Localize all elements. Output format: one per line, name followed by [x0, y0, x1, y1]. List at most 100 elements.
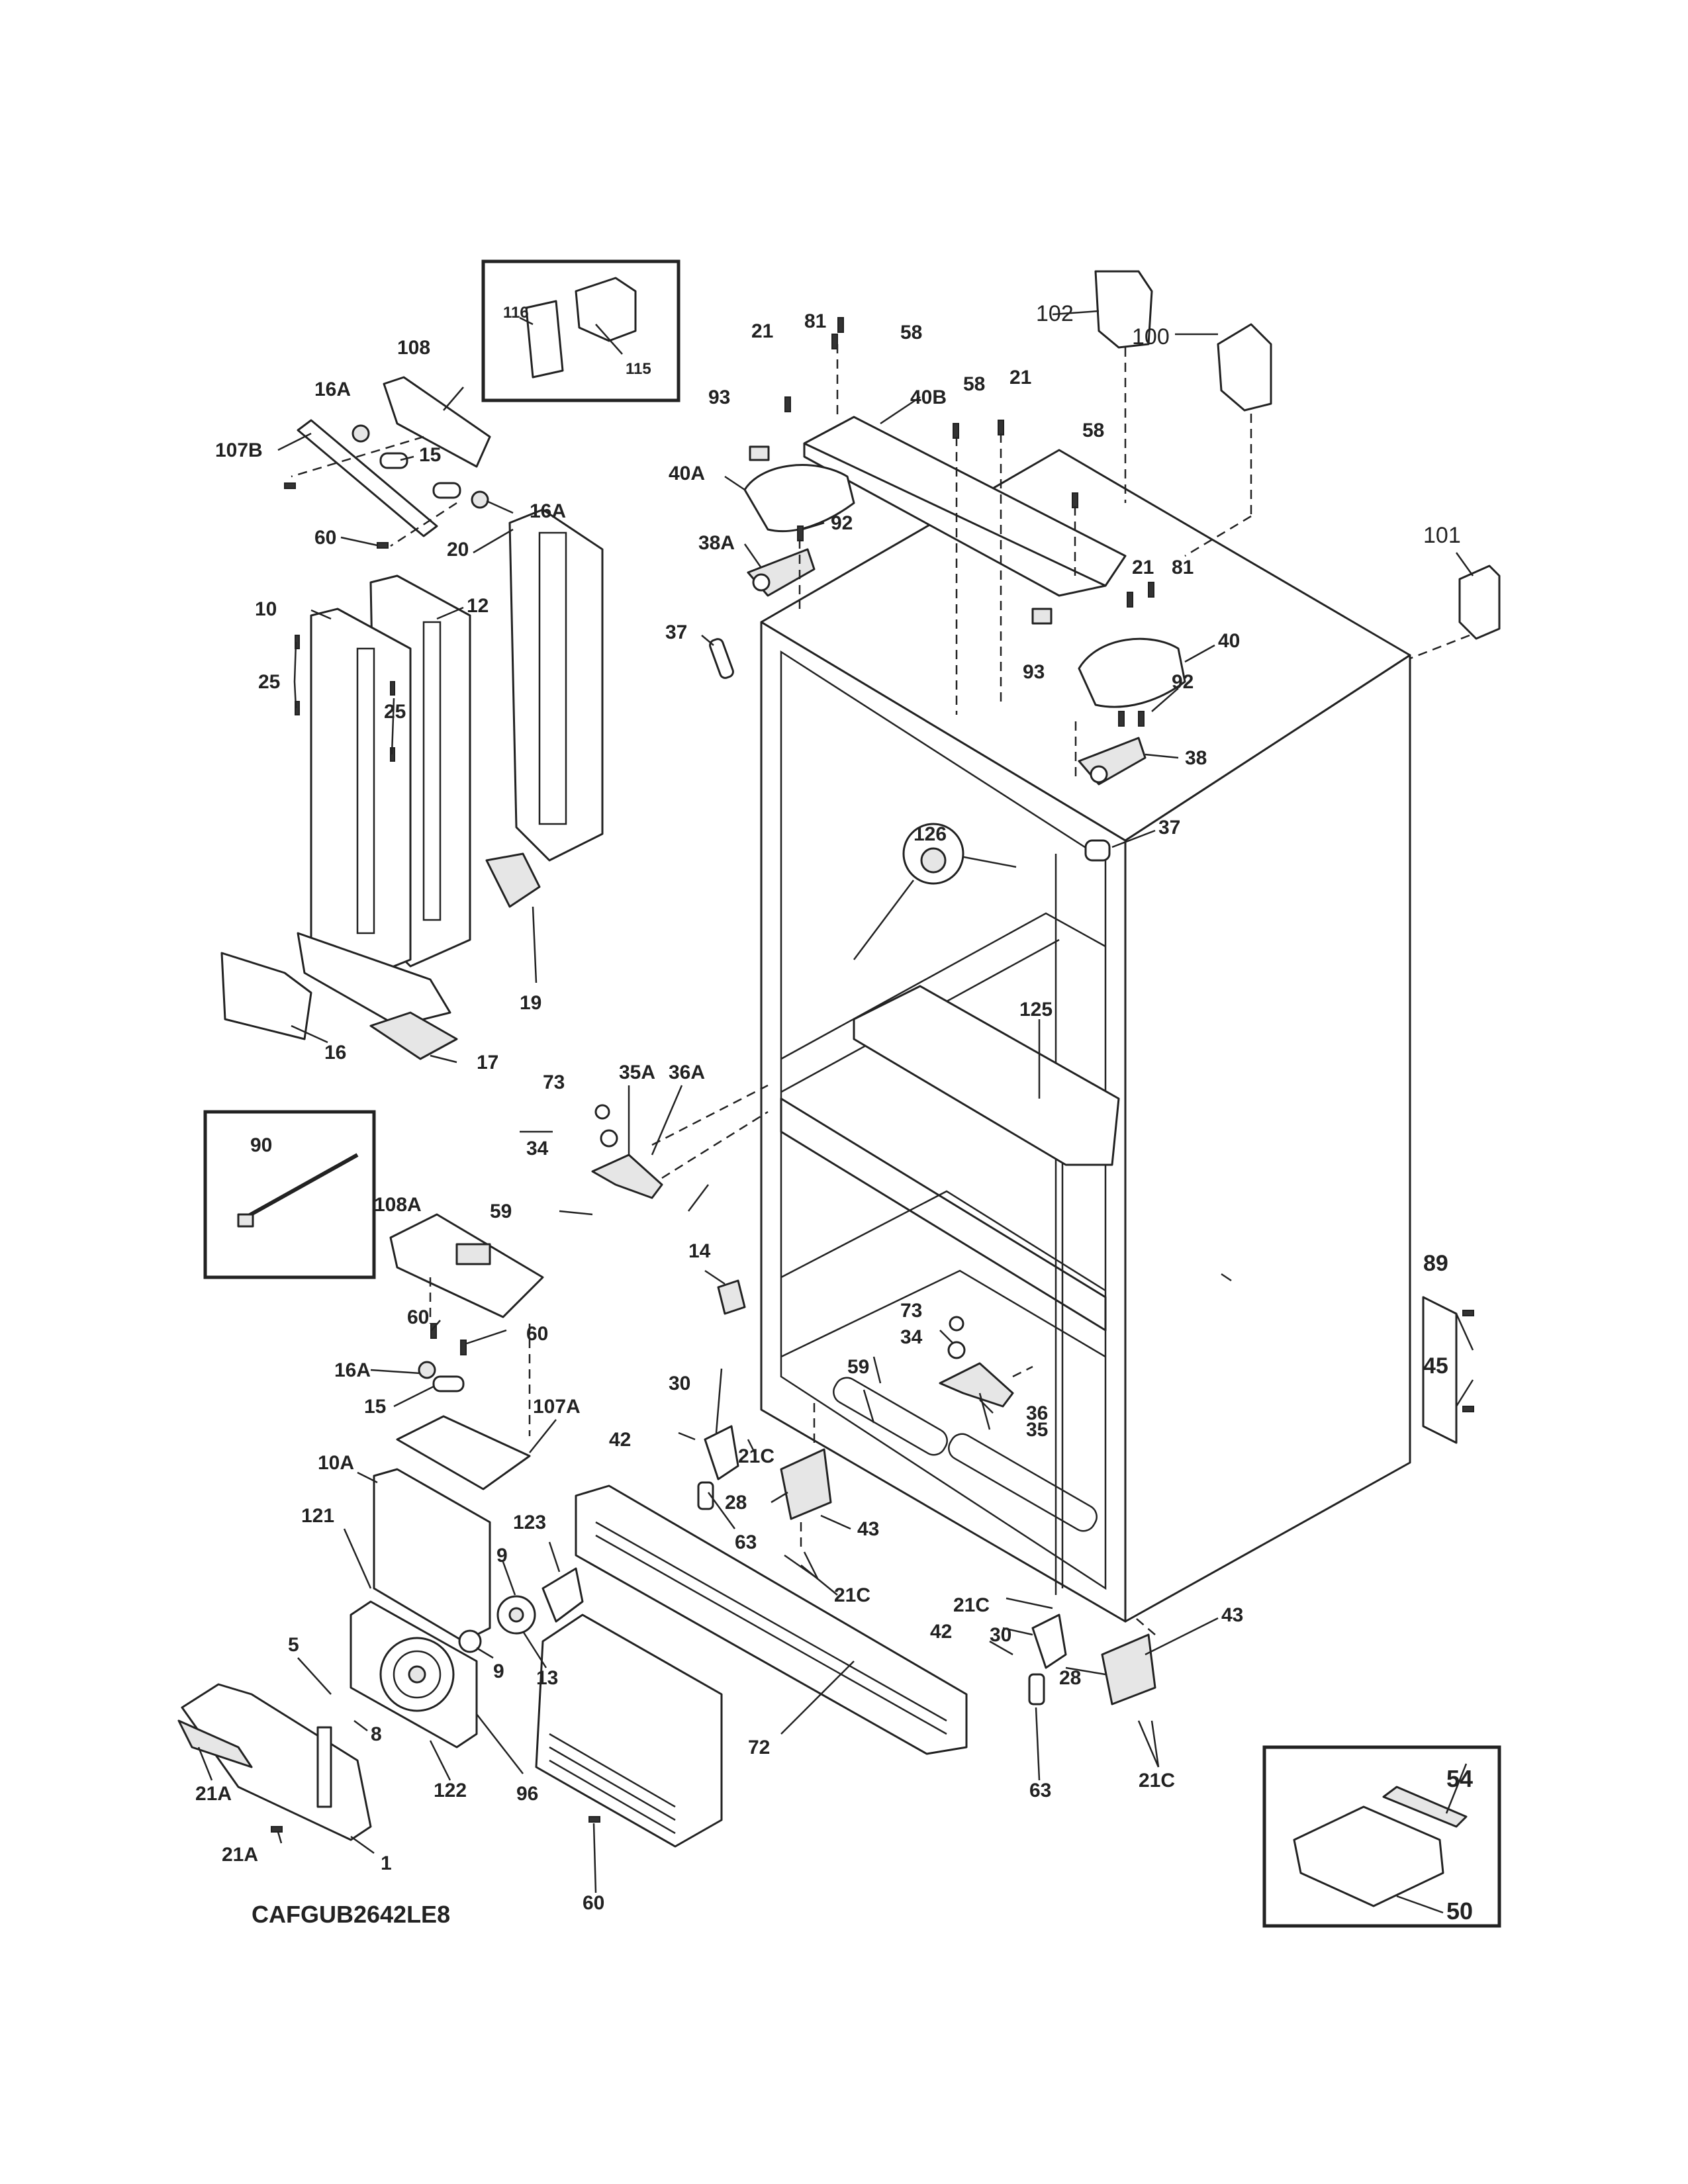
svg-text:121: 121	[301, 1505, 334, 1527]
svg-text:20: 20	[447, 539, 469, 561]
svg-text:92: 92	[831, 512, 853, 534]
svg-text:38: 38	[1185, 747, 1207, 769]
hinge-cover-40a	[743, 464, 855, 533]
svg-text:90: 90	[250, 1134, 272, 1156]
svg-text:42: 42	[609, 1429, 631, 1451]
svg-text:37: 37	[1158, 817, 1180, 839]
svg-text:43: 43	[857, 1518, 879, 1540]
bracket-101	[1458, 565, 1501, 640]
svg-text:73: 73	[543, 1071, 565, 1093]
svg-text:28: 28	[1059, 1667, 1081, 1689]
inset-bottom-right	[1262, 1745, 1501, 1928]
svg-text:30: 30	[669, 1373, 690, 1394]
svg-text:100: 100	[1132, 324, 1170, 349]
svg-text:8: 8	[371, 1723, 382, 1745]
svg-text:15: 15	[364, 1396, 386, 1418]
svg-text:63: 63	[1029, 1780, 1051, 1801]
svg-text:45: 45	[1423, 1353, 1448, 1379]
svg-text:10A: 10A	[318, 1452, 354, 1474]
duct-housing-1	[177, 1683, 372, 1841]
hinge-pin-37	[709, 638, 1111, 862]
back-panel	[535, 1614, 723, 1848]
svg-text:10: 10	[255, 598, 277, 620]
svg-text:93: 93	[708, 387, 730, 408]
svg-text:58: 58	[963, 373, 985, 395]
svg-text:108: 108	[397, 337, 430, 359]
svg-text:16A: 16A	[314, 379, 351, 400]
svg-text:35: 35	[1026, 1419, 1048, 1441]
assembly-lines-top	[798, 344, 1470, 781]
top-screws	[784, 317, 1154, 727]
svg-text:37: 37	[665, 621, 687, 643]
svg-text:102: 102	[1036, 301, 1074, 326]
svg-text:125: 125	[1019, 999, 1053, 1021]
svg-text:92: 92	[1172, 671, 1194, 693]
svg-text:107A: 107A	[533, 1396, 581, 1418]
bracket-123	[541, 1567, 584, 1623]
svg-text:9: 9	[496, 1545, 508, 1567]
svg-text:60: 60	[407, 1306, 429, 1328]
svg-text:34: 34	[526, 1138, 549, 1160]
duct-assembly-upper	[220, 376, 604, 1060]
lower-hinge-left	[697, 1403, 832, 1549]
svg-text:21: 21	[1132, 557, 1154, 578]
fan-shroud-122	[350, 1600, 478, 1749]
svg-text:96: 96	[516, 1783, 538, 1805]
svg-text:40B: 40B	[910, 387, 947, 408]
svg-text:9: 9	[493, 1661, 504, 1682]
svg-text:13: 13	[536, 1667, 558, 1689]
svg-text:21A: 21A	[195, 1783, 232, 1805]
svg-text:126: 126	[914, 823, 947, 845]
svg-text:14: 14	[688, 1240, 711, 1262]
svg-text:36A: 36A	[669, 1062, 705, 1083]
svg-text:21: 21	[751, 320, 773, 342]
svg-text:21: 21	[1009, 367, 1031, 388]
svg-text:59: 59	[847, 1356, 869, 1378]
svg-text:89: 89	[1423, 1251, 1448, 1276]
hinge-38a	[747, 548, 816, 597]
svg-text:30: 30	[990, 1624, 1011, 1646]
svg-text:38A: 38A	[698, 532, 735, 554]
hinge-bracket-35-36	[939, 1316, 1033, 1408]
svg-text:35A: 35A	[619, 1062, 655, 1083]
svg-text:60: 60	[583, 1892, 604, 1914]
control-knob-126	[853, 823, 1017, 960]
svg-text:116: 116	[503, 304, 529, 322]
svg-text:12: 12	[467, 595, 489, 617]
svg-text:40A: 40A	[669, 463, 705, 484]
svg-text:16: 16	[324, 1042, 346, 1064]
svg-text:5: 5	[288, 1634, 299, 1656]
svg-text:40: 40	[1218, 630, 1240, 652]
svg-text:107B: 107B	[215, 439, 263, 461]
svg-text:59: 59	[490, 1201, 512, 1222]
svg-text:21C: 21C	[953, 1594, 990, 1616]
hinge-38	[1078, 737, 1147, 786]
svg-text:16A: 16A	[334, 1359, 371, 1381]
svg-text:72: 72	[748, 1737, 770, 1758]
svg-text:81: 81	[804, 310, 826, 332]
svg-text:28: 28	[725, 1492, 747, 1514]
callout-labels: 102 100 101 58 81 21 58 21 58 40B 93 40A…	[195, 301, 1473, 1928]
svg-text:93: 93	[1023, 661, 1045, 683]
svg-text:58: 58	[1082, 420, 1104, 441]
inset-top	[481, 259, 680, 402]
svg-text:81: 81	[1172, 557, 1194, 578]
svg-text:21C: 21C	[834, 1584, 870, 1606]
svg-text:115: 115	[626, 360, 651, 378]
leader-lines	[197, 310, 1474, 1914]
svg-text:21A: 21A	[222, 1844, 258, 1866]
clip-14	[717, 1279, 746, 1315]
svg-text:19: 19	[520, 992, 541, 1014]
fan-motor-13	[458, 1595, 536, 1653]
svg-text:122: 122	[434, 1780, 467, 1801]
lower-hinge-right	[1028, 1614, 1156, 1706]
bracket-100	[1217, 323, 1272, 412]
light-cover-107a	[396, 1277, 531, 1490]
svg-text:17: 17	[477, 1052, 498, 1073]
svg-text:42: 42	[930, 1621, 952, 1643]
clip-93	[749, 445, 1053, 625]
screw-21a	[271, 1826, 283, 1833]
screw-60-bottom	[588, 1816, 600, 1823]
svg-text:108A: 108A	[374, 1194, 422, 1216]
